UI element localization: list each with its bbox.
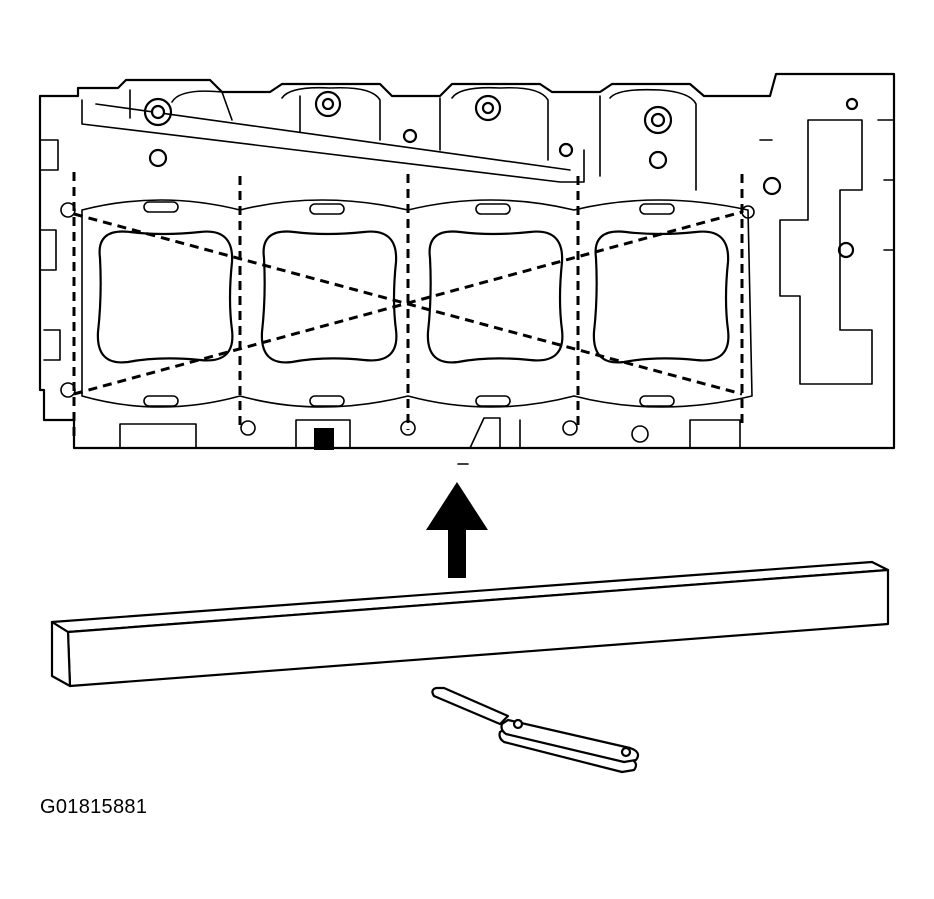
feeler-blade [431, 686, 510, 726]
straightedge-check-lines [72, 172, 744, 440]
manifold-ridge [81, 89, 601, 183]
feeler-handle-front [500, 718, 640, 764]
cylinder-head [38, 72, 896, 450]
feeler-gauge-icon [431, 686, 640, 774]
figure-id-label: G01815881 [40, 796, 148, 818]
up-arrow-icon [426, 482, 488, 578]
cylinder-head-outline [38, 72, 896, 450]
coolant-passages [60, 201, 755, 443]
chamber-4 [592, 230, 730, 364]
check-line-diagonal-2 [73, 210, 743, 396]
straightedge-end-face [50, 620, 72, 688]
straightedge-front-face [66, 568, 890, 688]
lower-features [119, 417, 741, 450]
chamber-3 [426, 230, 564, 364]
gasket-contour [81, 199, 753, 408]
head-bolt-bosses [143, 90, 673, 170]
straightedge-bar [50, 560, 890, 688]
combustion-chambers [81, 199, 753, 408]
left-flange [39, 139, 61, 361]
manifold-ports [171, 86, 697, 191]
head-end-details [759, 97, 895, 385]
chamber-2 [260, 230, 398, 364]
